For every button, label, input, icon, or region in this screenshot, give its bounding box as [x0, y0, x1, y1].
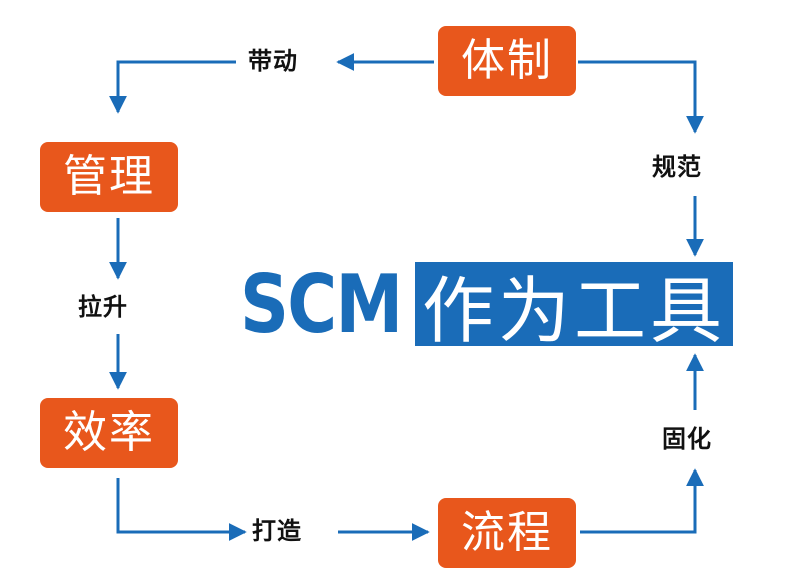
edge-label-standardize: 规范 [648, 152, 706, 182]
arrow-efficiency-to-build [116, 478, 247, 541]
arrow-process-to-solidify [580, 468, 704, 534]
center-suffix: 作为工具 [415, 262, 733, 353]
center-acronym: SCM [240, 257, 403, 351]
edge-label-solidify: 固化 [658, 424, 716, 454]
node-system: 体制 [438, 26, 576, 96]
node-efficiency: 效率 [40, 398, 178, 468]
node-process: 流程 [438, 498, 576, 568]
edge-label-build: 打造 [248, 516, 306, 546]
arrow-drive-to-management [109, 60, 236, 114]
center-title: SCM 作为工具 [240, 258, 733, 353]
edge-label-elevate: 拉升 [74, 292, 132, 322]
node-management: 管理 [40, 142, 178, 212]
edge-label-drive: 带动 [244, 46, 302, 76]
arrow-system-to-standardize [578, 60, 704, 134]
